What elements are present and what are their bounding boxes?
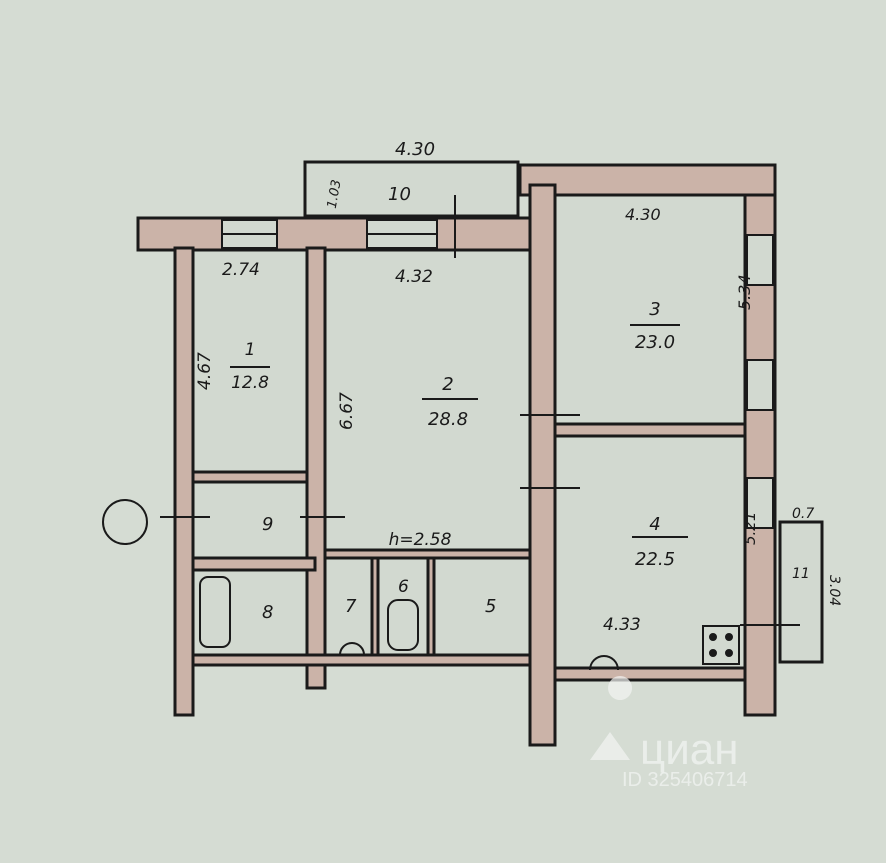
room-9-label: 9: [262, 514, 273, 535]
map-pin-icon: [590, 676, 633, 760]
room-2-area: 28.8: [428, 409, 468, 430]
room-11-width: 0.7: [792, 506, 814, 522]
room-2-width: 4.32: [395, 267, 433, 287]
room-8: [191, 568, 309, 657]
windows: [221, 219, 774, 529]
top-right-wall: [518, 163, 777, 197]
room-1-length: 4.67: [195, 352, 215, 390]
room-5-label: 5: [485, 596, 496, 617]
room-5: [432, 556, 532, 657]
top-wall: [136, 216, 547, 252]
room-9: [191, 480, 309, 560]
room-10-depth: 1.03: [325, 179, 345, 210]
room-4-area: 22.5: [635, 549, 675, 570]
stove-icon: [702, 625, 740, 665]
room-3-area: 23.0: [635, 332, 675, 353]
room-4: [553, 434, 747, 670]
wall-3-4: [553, 422, 747, 438]
room-3-width: 4.30: [625, 205, 661, 224]
room-10-label: 10: [388, 184, 411, 205]
room-4-number: 4: [649, 514, 660, 535]
room-4-width: 4.33: [603, 615, 641, 635]
room-1-area: 12.8: [231, 373, 269, 393]
room-3-number: 3: [649, 299, 660, 320]
fixtures: [102, 195, 800, 671]
toilet-icon: [387, 599, 419, 651]
room-3: [553, 193, 747, 426]
bathtub-icon: [199, 576, 231, 648]
overall-width-label: 4.30: [395, 139, 435, 160]
room-1-width: 2.74: [222, 260, 260, 280]
ceiling-height-label: h=2.58: [389, 530, 452, 550]
wall-9-8: [191, 556, 317, 572]
room-2-length: 6.67: [337, 392, 357, 430]
room-11-length: 3.04: [826, 575, 842, 606]
room-10-balcony: [303, 160, 520, 218]
room-8-label: 8: [262, 602, 273, 623]
watermark-brand: циан: [640, 725, 739, 774]
watermark-id: ID 325406714: [622, 769, 748, 791]
room-6: [376, 556, 430, 657]
room-2-number: 2: [442, 374, 453, 395]
left-wall: [173, 246, 195, 717]
room-1-number: 1: [245, 340, 256, 360]
sink-icon: [589, 655, 619, 671]
room-6-label: 6: [398, 577, 409, 597]
wall-1-2: [305, 246, 327, 690]
entrance-symbol-icon: [102, 499, 148, 545]
wall-4-bottom: [553, 666, 747, 682]
room-11: [778, 520, 824, 664]
room-7-label: 7: [345, 596, 357, 617]
room-4-length: 5.21: [741, 512, 759, 545]
room-1: [191, 248, 309, 474]
room-11-label: 11: [792, 566, 810, 582]
room-7: [323, 556, 374, 657]
room-3-length: 5.34: [735, 274, 754, 310]
watermark: циан ID 325406714: [590, 676, 748, 791]
central-wall: [528, 183, 557, 747]
